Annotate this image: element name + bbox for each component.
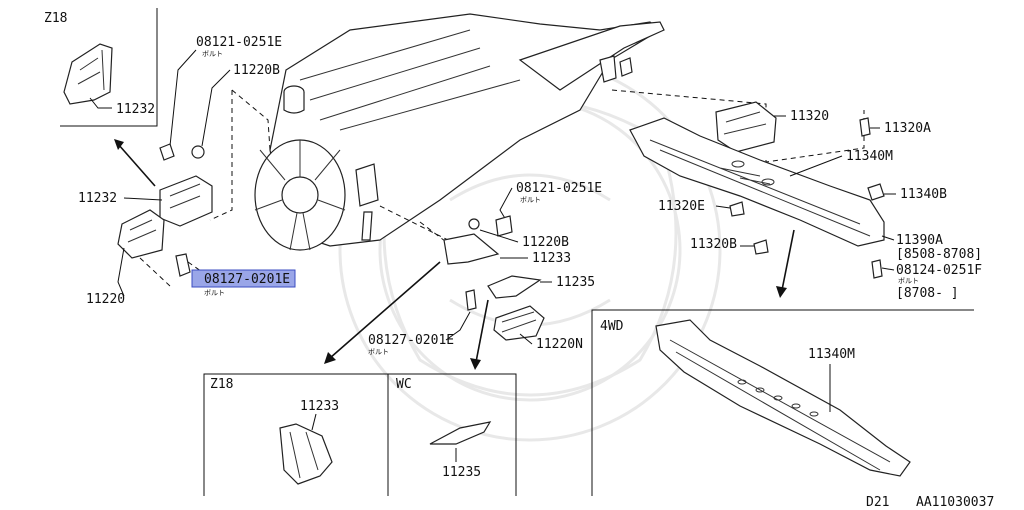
mount-11320	[715, 101, 777, 153]
highlighted-part-box[interactable]	[191, 269, 296, 288]
arrow-head-icon	[114, 139, 124, 150]
arrow-head-icon-mid	[324, 352, 336, 364]
callout-11390A: 11390A	[896, 233, 943, 248]
footer-model: D21	[866, 495, 889, 510]
callout-bolt-0251F-range: [8708- ]	[896, 286, 959, 301]
z18-inset-top: Z18 11232	[44, 8, 158, 127]
callout-11220: 11220	[86, 292, 125, 307]
nut-icon-mid	[468, 218, 480, 230]
callout-11340M-4wd: 11340M	[808, 347, 855, 362]
mount-11220	[117, 209, 165, 259]
callout-11235-wc: 11235	[442, 465, 481, 480]
callout-bolt-0251E-top: 08121-0251E	[196, 35, 282, 50]
callout-11320B: 11320B	[690, 237, 737, 252]
bracket-11235	[487, 275, 542, 299]
callout-bolt-0251F-sub: ボルト	[898, 277, 919, 285]
bracket-11232	[159, 175, 213, 227]
callout-bolt-0251E-mid-sub: ボルト	[520, 196, 541, 204]
z18-inset-bottom-label: Z18	[210, 377, 233, 392]
left-mount-group: 08121-0251E ボルト 11220B 11232 11220 08127…	[78, 35, 296, 307]
wc-inset: WC 11235	[396, 377, 492, 480]
callout-bolt-0201E-low: 08127-0201E	[368, 333, 454, 348]
callout-11340M: 11340M	[846, 149, 893, 164]
callout-11220B-mid: 11220B	[522, 235, 569, 250]
callout-bolt-0201E-low-sub: ボルト	[368, 348, 389, 356]
bolt-icon-low	[465, 289, 477, 311]
callout-bolt-0201E-highlight[interactable]: 08127-0201E	[204, 272, 290, 287]
callout-11220B-top: 11220B	[233, 63, 280, 78]
crossmember-11340M	[629, 117, 885, 247]
z18-inset-bottom: Z18 11233	[203, 373, 517, 496]
nut-icon-11320B	[753, 239, 769, 255]
bracket-11232-inset	[63, 43, 113, 105]
crossmember-group: 11320 11320A 11340M 11340B 11320E 11320B…	[611, 89, 982, 301]
callout-11232-inset: 11232	[116, 102, 155, 117]
callout-bolt-0251E-top-sub: ボルト	[202, 50, 223, 58]
nut-icon	[191, 145, 205, 159]
callout-11320: 11320	[790, 109, 829, 124]
bolt-icon-0251F	[871, 259, 883, 279]
center-mount-group: 08121-0251E ボルト 11220B 11233 11235 08127…	[324, 181, 602, 370]
footer-diagram-code: AA11030037	[916, 495, 994, 510]
callout-11390A-range: [8508-8708]	[896, 247, 982, 262]
callout-11220N: 11220N	[536, 337, 583, 352]
crossmember-11340M-4wd	[655, 319, 911, 477]
nut-icon-11320E	[729, 201, 745, 217]
arrow-head-icon-down	[470, 358, 481, 370]
engine-transmission-assembly	[254, 13, 665, 251]
wc-inset-label: WC	[396, 377, 412, 392]
fourwd-inset-label: 4WD	[600, 319, 624, 334]
callout-bolt-0251E-mid: 08121-0251E	[516, 181, 602, 196]
arrow-head-icon-right	[776, 286, 787, 298]
callout-11320A: 11320A	[884, 121, 931, 136]
fourwd-inset: 4WD 11340M	[591, 309, 974, 496]
bolt-icon-mid	[495, 215, 513, 237]
callout-11235: 11235	[556, 275, 595, 290]
mount-11220N	[493, 305, 545, 341]
bracket-11233	[443, 233, 500, 265]
callout-11233-z18: 11233	[300, 399, 339, 414]
callout-11340B: 11340B	[900, 187, 947, 202]
bolt-icon	[159, 143, 175, 161]
bracket-11235-wc	[429, 421, 492, 445]
callout-11232: 11232	[78, 191, 117, 206]
callout-bolt-0201E-highlight-sub: ボルト	[204, 289, 225, 297]
callout-11320E: 11320E	[658, 199, 705, 214]
z18-inset-top-label: Z18	[44, 11, 67, 26]
bolt-icon-11320A	[859, 117, 871, 137]
callout-11233: 11233	[532, 251, 571, 266]
nut-icon-11340B	[867, 183, 885, 201]
callout-bolt-0251F: 08124-0251F	[896, 263, 982, 278]
bracket-11233-z18	[279, 423, 333, 485]
bolt-icon-lower	[175, 253, 191, 277]
